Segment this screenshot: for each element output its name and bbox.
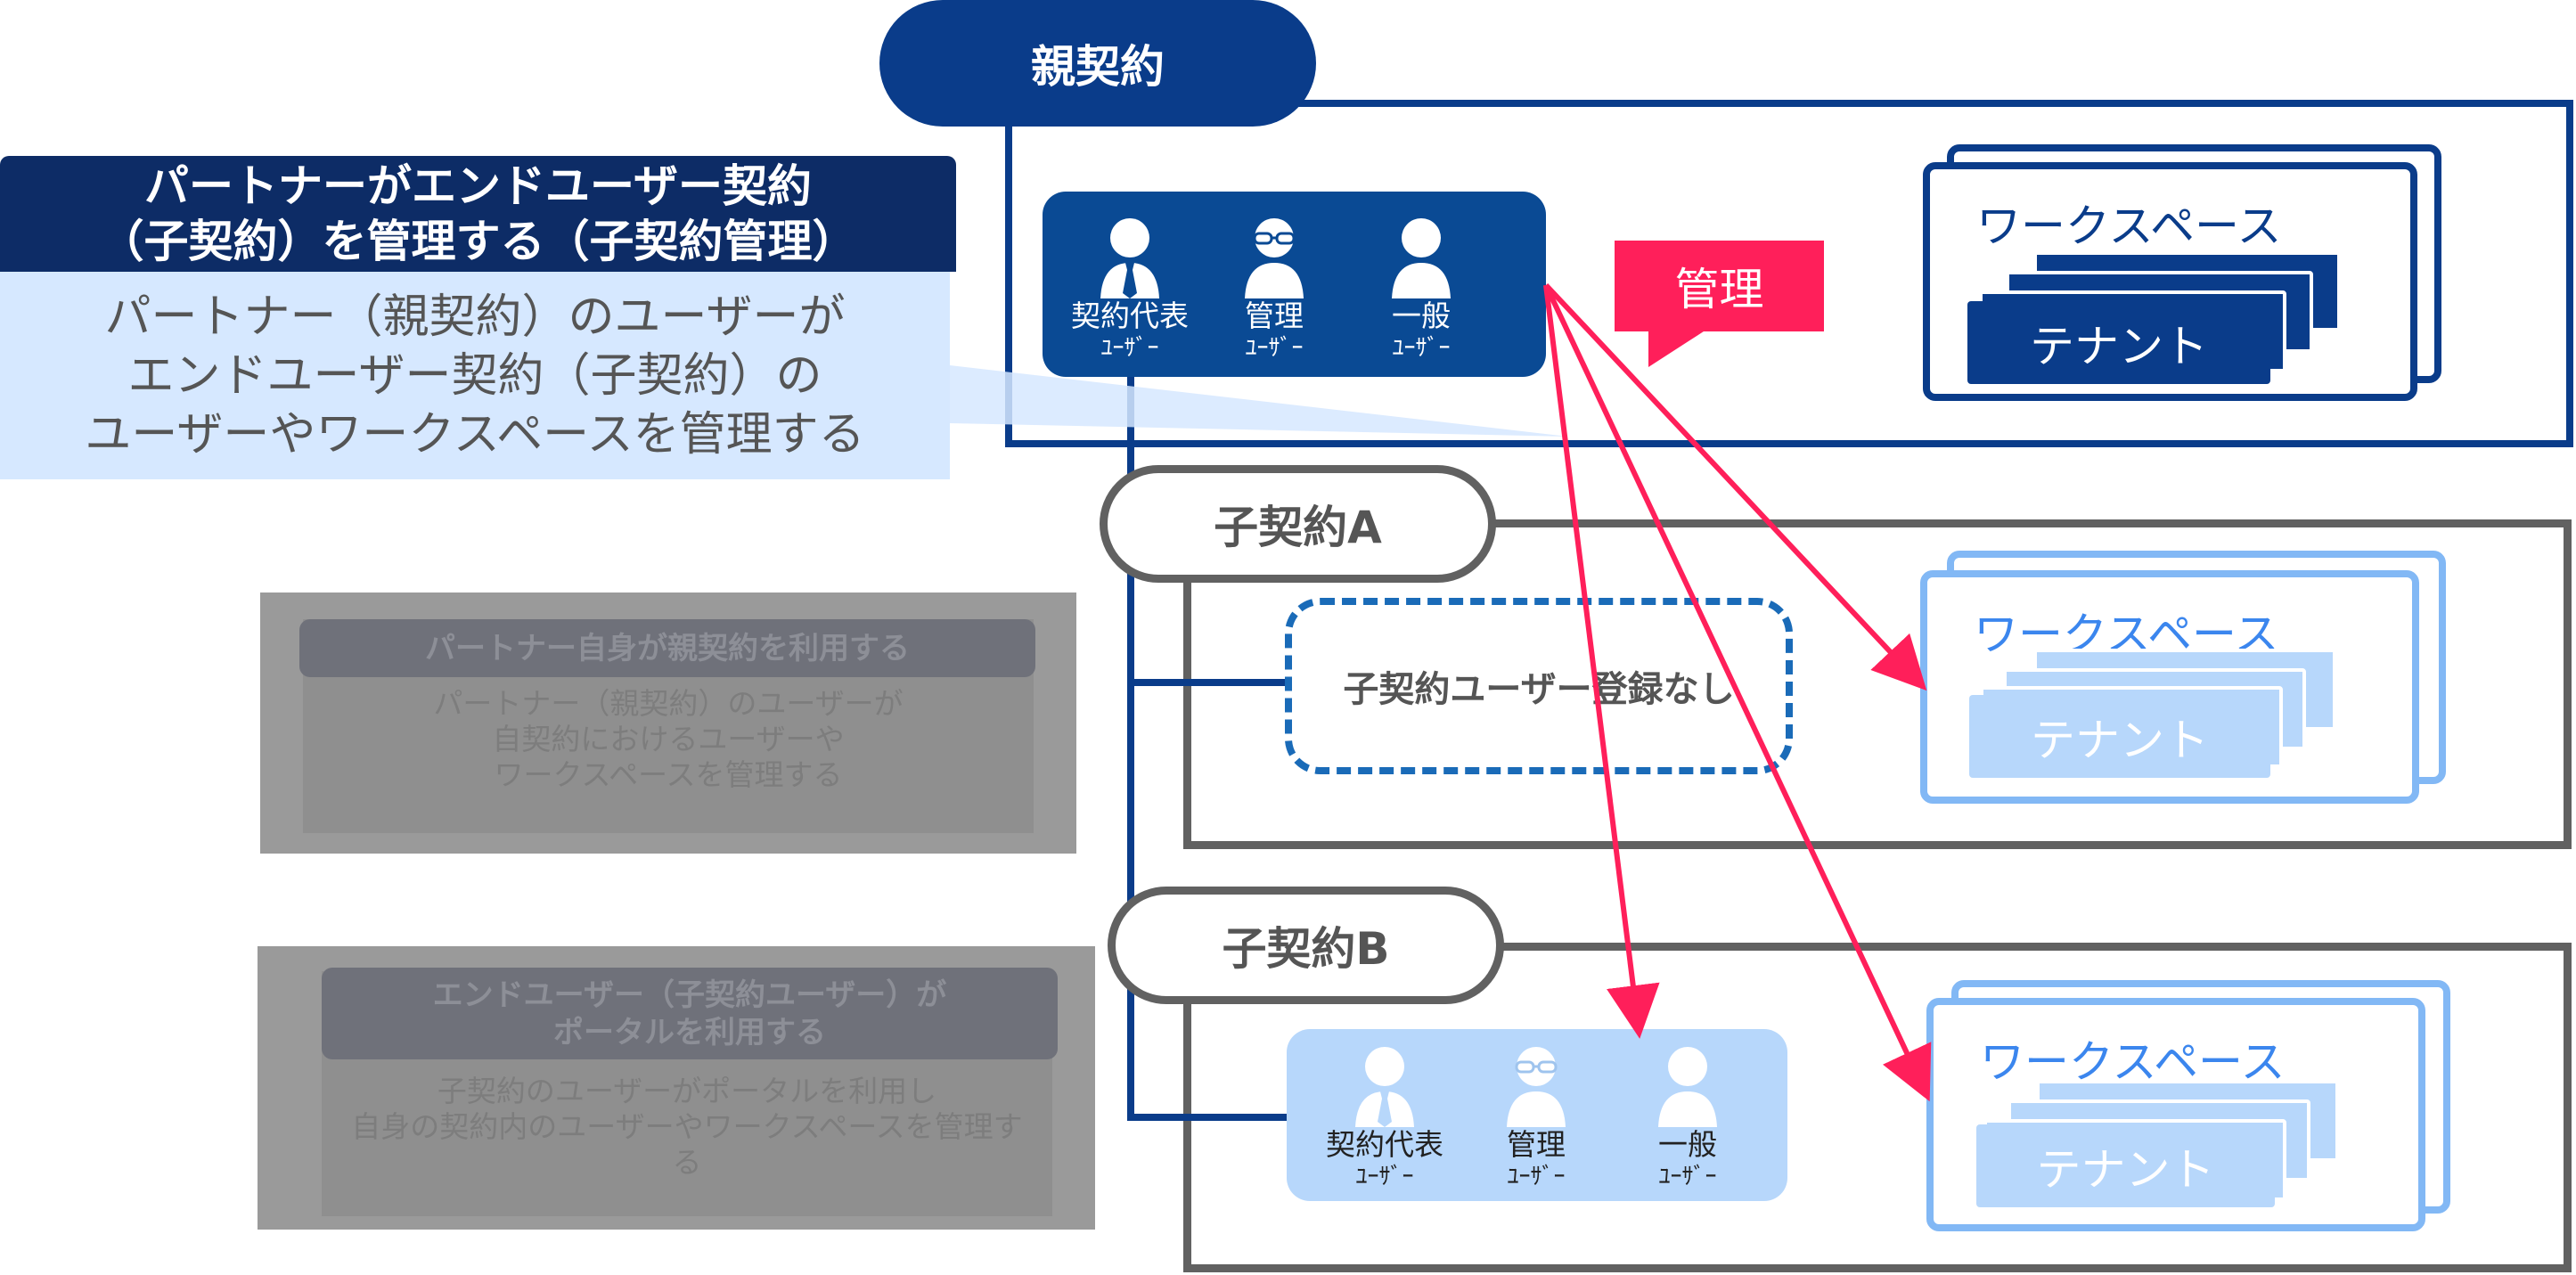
- info-panel-title: パートナーがエンドユーザー契約 （子契約）を管理する（子契約管理）: [0, 156, 956, 272]
- tenant-label: テナント: [1976, 1124, 2275, 1207]
- child-contract-b-label: 子契約B: [1108, 887, 1504, 1004]
- child-b-user-group: 契約代表 ﾕｰｻﾞｰ 管理 ﾕｰｻﾞｰ 一般 ﾕｰｻﾞｰ: [1287, 1029, 1787, 1201]
- grey-panel-title: エンドユーザー（子契約ユーザー）が ポータルを利用する: [322, 968, 1058, 1059]
- arrow-to-child-a-workspace: [1543, 282, 1927, 691]
- user-icon: [1658, 1047, 1717, 1127]
- user-icon: [1392, 218, 1451, 298]
- parent-contract-frame: [1005, 100, 2573, 447]
- grey-panel-partner-own: パートナー自身が親契約を利用する パートナー（親契約）のユーザーが 自契約におけ…: [260, 593, 1076, 854]
- info-panel-body: パートナー（親契約）のユーザーが エンドユーザー契約（子契約）の ユーザーやワー…: [0, 272, 950, 479]
- arrow-to-child-b-users: [1543, 284, 1660, 1039]
- user-admin: 管理 ﾕｰｻﾞｰ: [1465, 1045, 1607, 1191]
- grey-panel-end-user: エンドユーザー（子契約ユーザー）が ポータルを利用する 子契約のユーザーがポータ…: [258, 946, 1095, 1230]
- grey-panel-text: パートナー（親契約）のユーザーが 自契約におけるユーザーや ワークスペースを管理…: [433, 686, 904, 792]
- parent-contract-label: 親契約: [879, 0, 1316, 127]
- grey-panel-title: パートナー自身が親契約を利用する: [299, 619, 1035, 677]
- user-representative: 契約代表 ﾕｰｻﾞｰ: [1313, 1045, 1456, 1191]
- user-representative: 契約代表 ﾕｰｻﾞｰ: [1059, 217, 1201, 363]
- connector-to-child-a: [1127, 679, 1296, 686]
- callout-tail: [1648, 330, 1706, 367]
- hierarchy-connector: [1127, 377, 1134, 1121]
- user-glasses-icon: [1245, 218, 1304, 298]
- tenant-label: テナント: [1969, 695, 2270, 778]
- arrow-to-child-b-workspace: [1543, 283, 1932, 1102]
- user-tie-icon: [1355, 1047, 1414, 1127]
- child-contract-b-frame: [1183, 943, 2572, 1272]
- tenant-label: テナント: [1967, 301, 2270, 384]
- grey-panel-text: 子契約のユーザーがポータルを利用し 自身の契約内のユーザーやワークスペースを管理…: [351, 1074, 1023, 1180]
- user-general: 一般 ﾕｰｻﾞｰ: [1616, 1045, 1759, 1191]
- user-admin: 管理 ﾕｰｻﾞｰ: [1203, 217, 1345, 363]
- parent-user-group: 契約代表 ﾕｰｻﾞｰ 管理 ﾕｰｻﾞｰ 一般 ﾕｰｻﾞｰ: [1043, 192, 1546, 377]
- connector-to-child-b: [1127, 1114, 1292, 1121]
- user-tie-icon: [1100, 218, 1159, 298]
- child-contract-a-label: 子契約A: [1100, 465, 1496, 583]
- manage-callout: 管理: [1615, 241, 1824, 331]
- user-glasses-icon: [1507, 1047, 1566, 1127]
- user-general: 一般 ﾕｰｻﾞｰ: [1350, 217, 1492, 363]
